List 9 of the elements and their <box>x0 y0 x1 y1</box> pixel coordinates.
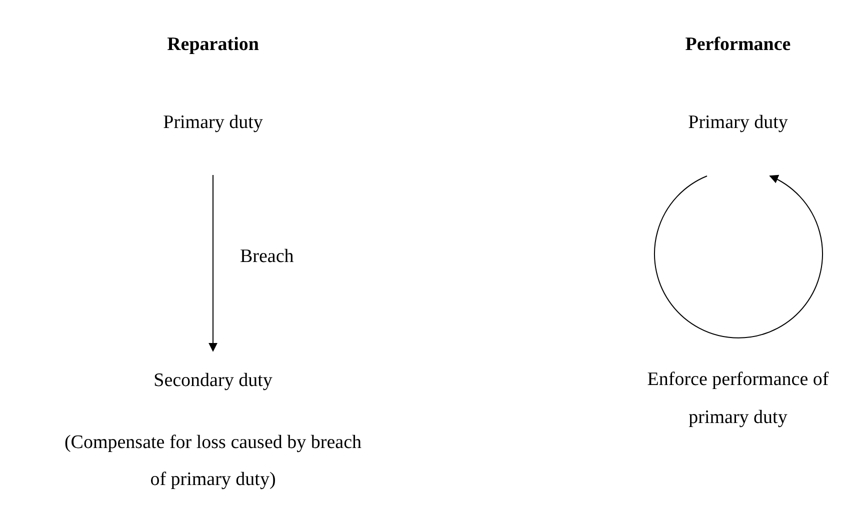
arrow <box>208 174 218 352</box>
column-heading: Reparation <box>167 34 259 56</box>
node-text: Enforce performance of primary duty <box>646 368 830 430</box>
node-text: Secondary duty <box>154 369 272 393</box>
column-heading: Performance <box>685 34 791 56</box>
circular-arrow <box>654 175 823 338</box>
node-text: Primary duty <box>163 111 263 135</box>
note-text: (Compensate for loss caused by breach of primary duty) <box>63 431 363 492</box>
node-text: Primary duty <box>688 111 788 135</box>
